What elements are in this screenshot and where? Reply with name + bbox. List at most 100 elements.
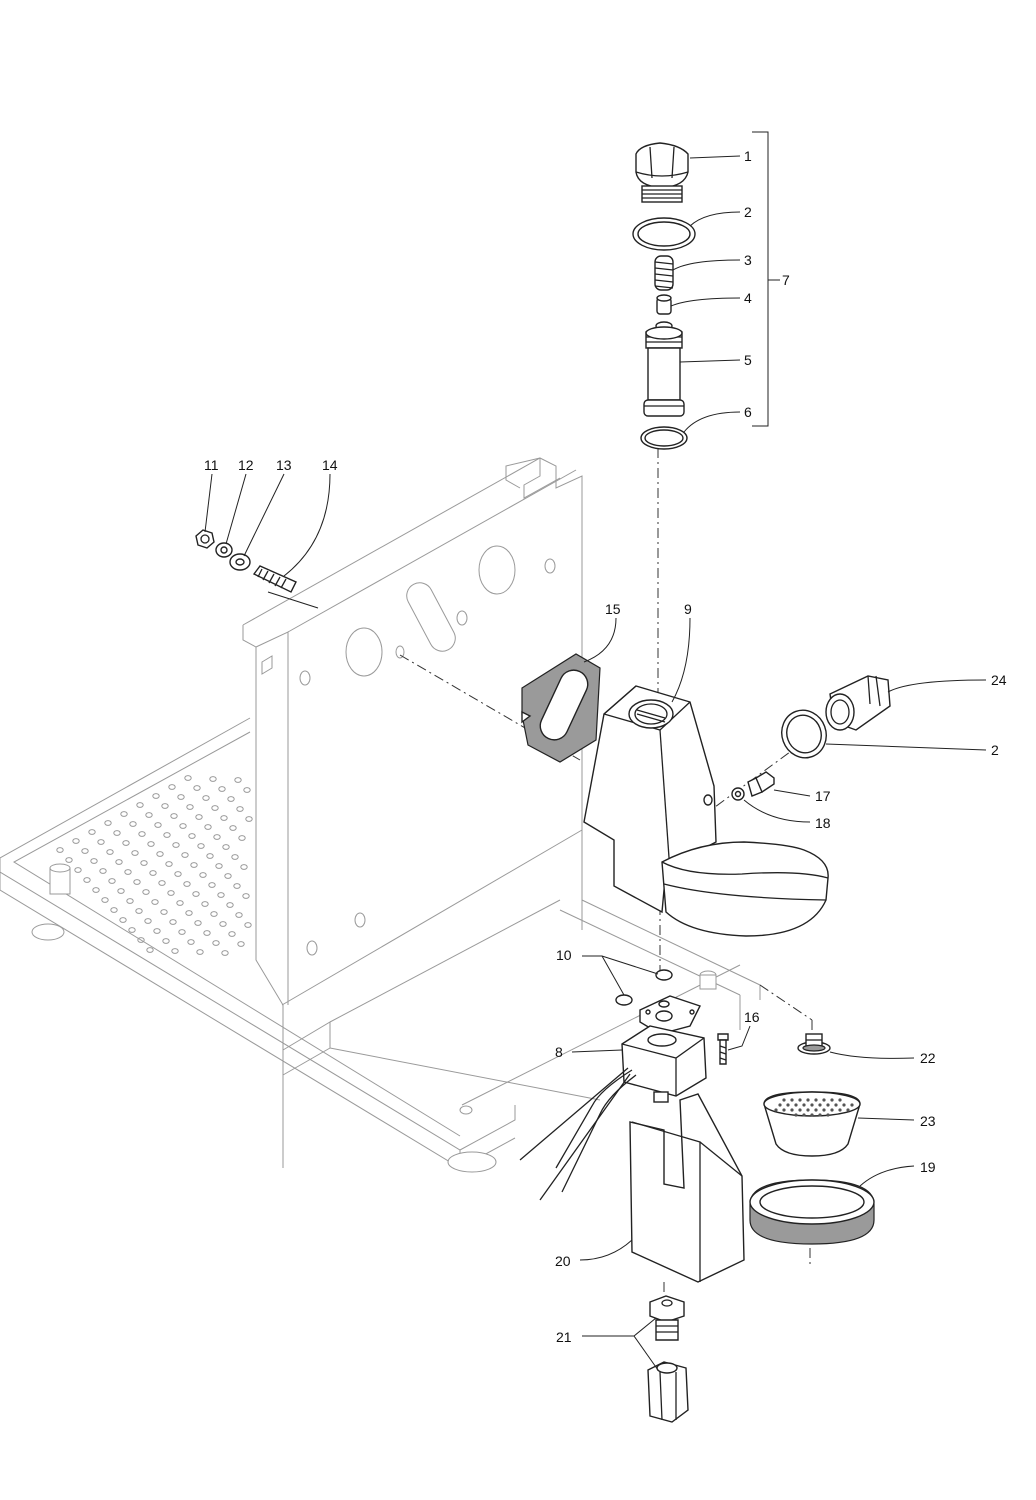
callout-18: 18 — [743, 799, 831, 831]
callout-label: 14 — [322, 457, 338, 473]
tray-hole — [136, 802, 144, 808]
callout-label: 3 — [744, 252, 752, 268]
tray-hole — [224, 873, 232, 879]
side-panel — [242, 457, 761, 1168]
tray-hole — [122, 840, 130, 846]
valve-flange — [639, 995, 701, 1035]
tray-hole — [238, 835, 246, 841]
screen-hole — [810, 1113, 814, 1117]
part-19-gasket — [749, 1179, 875, 1245]
drip-tray-grid — [56, 775, 253, 956]
tray-hole — [137, 937, 145, 943]
callout-label: 2 — [991, 742, 999, 758]
screen-hole — [778, 1103, 782, 1107]
callout-label: 12 — [238, 457, 254, 473]
screen-hole — [830, 1098, 834, 1102]
screen-hole — [810, 1103, 814, 1107]
screen-hole — [826, 1113, 830, 1117]
tray-hole — [149, 870, 157, 876]
tray-hole — [243, 787, 251, 793]
fitting-assembly — [731, 675, 891, 801]
callout-2-side: 2 — [825, 742, 999, 758]
tray-hole — [235, 912, 243, 918]
tray-hole — [169, 919, 177, 925]
screen-hole — [818, 1113, 822, 1117]
callout-label: 11 — [204, 457, 219, 473]
tray-hole — [244, 922, 252, 928]
callout-label: 23 — [920, 1113, 936, 1129]
callout-label: 2 — [744, 204, 752, 220]
part-2-oring-top — [632, 217, 696, 251]
tray-hole — [220, 815, 228, 821]
tray-hole — [119, 917, 127, 923]
tray-hole — [110, 907, 118, 913]
part-6-oring-bottom — [640, 426, 688, 450]
part-14-stud — [252, 565, 297, 593]
machine-frame — [0, 457, 761, 1173]
tray-hole — [158, 880, 166, 886]
tray-hole — [194, 920, 202, 926]
callout-3: 3 — [672, 252, 752, 271]
callout-label: 7 — [782, 272, 790, 288]
callout-6: 6 — [683, 404, 752, 433]
tray-hole — [128, 927, 136, 933]
valve-assembly — [632, 131, 780, 450]
screen-hole — [826, 1103, 830, 1107]
tray-hole — [152, 793, 160, 799]
tray-hole — [222, 844, 230, 850]
tray-hole — [142, 889, 150, 895]
tray-hole — [208, 882, 216, 888]
tray-hole — [221, 950, 229, 956]
tray-hole — [227, 796, 235, 802]
part-16-screw — [717, 1033, 729, 1065]
tray-hole — [226, 902, 234, 908]
part-2-oring-side — [781, 709, 827, 759]
callout-22: 22 — [829, 1050, 936, 1066]
tray-hole — [124, 869, 132, 875]
tray-hole — [131, 850, 139, 856]
shower-screen-holes — [774, 1098, 854, 1117]
stud-kit — [195, 529, 297, 593]
screen-hole — [794, 1113, 798, 1117]
tray-hole — [145, 812, 153, 818]
screen-hole — [818, 1103, 822, 1107]
tray-hole — [234, 777, 242, 783]
callout-label: 20 — [555, 1253, 571, 1269]
tray-hole — [211, 805, 219, 811]
tray-hole — [236, 806, 244, 812]
screen-hole — [798, 1098, 802, 1102]
tray-hole — [202, 795, 210, 801]
screen-hole — [774, 1108, 778, 1112]
tray-hole — [135, 908, 143, 914]
screen-hole — [806, 1098, 810, 1102]
tray-hole — [197, 843, 205, 849]
tray-hole — [185, 910, 193, 916]
tray-hole — [113, 830, 121, 836]
screen-hole — [850, 1103, 854, 1107]
tray-hole — [242, 893, 250, 899]
screen-hole — [822, 1098, 826, 1102]
tray-hole — [120, 811, 128, 817]
callout-label: 21 — [556, 1329, 572, 1345]
tray-hole — [212, 940, 220, 946]
tray-hole — [174, 871, 182, 877]
tray-hole — [203, 930, 211, 936]
screen-hole — [830, 1108, 834, 1112]
tray-hole — [237, 941, 245, 947]
drip-tray — [0, 717, 516, 1173]
part-22-screen-screw — [797, 1033, 831, 1055]
tray-hole — [106, 849, 114, 855]
callout-17: 17 — [773, 788, 831, 804]
tray-hole — [90, 858, 98, 864]
tray-hole — [206, 853, 214, 859]
tray-hole — [129, 821, 137, 827]
tray-hole — [219, 921, 227, 927]
tray-hole — [179, 823, 187, 829]
callout-label: 16 — [744, 1009, 760, 1025]
tray-hole — [97, 839, 105, 845]
screen-hole — [790, 1098, 794, 1102]
tray-hole — [163, 832, 171, 838]
tray-hole — [190, 862, 198, 868]
callout-11: 11 — [204, 457, 219, 533]
